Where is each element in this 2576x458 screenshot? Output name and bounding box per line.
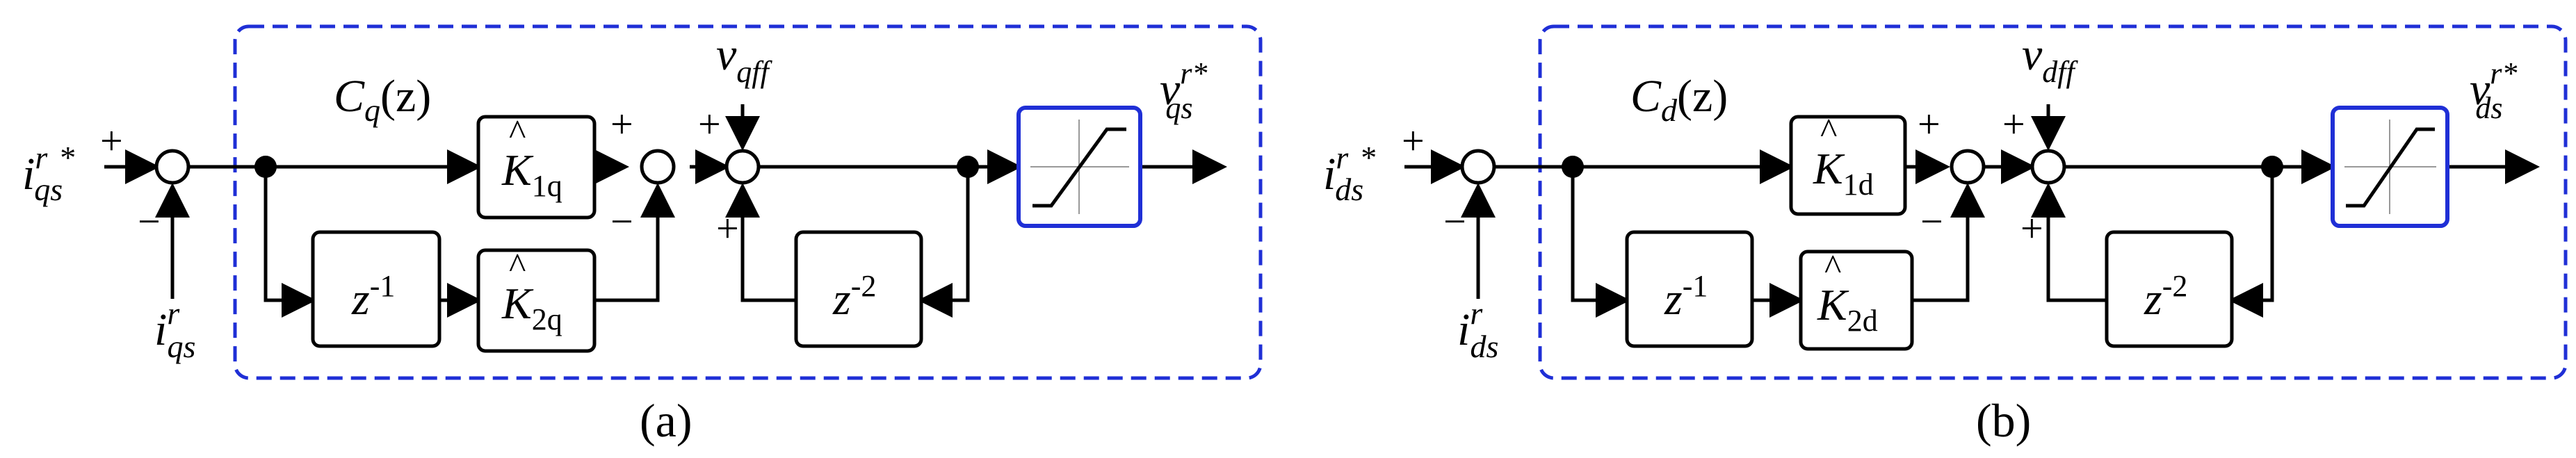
gain1-label: K1d — [1813, 144, 1874, 202]
gain2-to-sum2-wire — [1912, 183, 1985, 302]
sum2-minus-sign: − — [610, 199, 633, 244]
gain2-to-sum2-wire — [594, 183, 675, 302]
delay2-label: z-2 — [832, 269, 876, 325]
gain2-block — [1799, 250, 1914, 351]
fb-minus-sign: − — [138, 199, 161, 244]
controller-label: Cq(z) — [334, 71, 431, 128]
ref-plus-sign: + — [100, 118, 123, 163]
output-junction-dot — [957, 156, 979, 178]
saturation-icon — [1030, 120, 1129, 214]
branch-to-delay1-wire — [1571, 167, 1630, 318]
sum-junction-3 — [724, 149, 761, 185]
fb-minus-sign: − — [1443, 199, 1466, 244]
gain1-block — [476, 115, 597, 220]
delay1-label: z-1 — [1664, 269, 1708, 325]
sum-junction-1 — [154, 149, 191, 185]
panel-caption: (b) — [1976, 394, 2031, 447]
gain1-block — [1789, 115, 1907, 216]
sum-junction-2 — [640, 149, 676, 185]
gain2-hat: ^ — [1824, 248, 1841, 288]
gain1-hat: ^ — [1820, 112, 1837, 152]
delay2-to-sum3-wire — [2031, 183, 2107, 302]
sum-junction-3 — [2030, 149, 2066, 185]
branch-to-delay2-wire — [2228, 167, 2274, 318]
feedforward-label: vdff — [2022, 29, 2079, 89]
gain2-block — [476, 248, 597, 353]
delay2-label: z-2 — [2144, 269, 2187, 325]
output-voltage-label: vr*ds — [2470, 56, 2517, 125]
gain1-label: K1q — [501, 145, 562, 203]
delay1-block — [1625, 230, 1754, 348]
gain2-label: K2q — [501, 279, 562, 336]
output-voltage-label: vr*qs — [1160, 56, 1207, 125]
delay2-block — [794, 230, 923, 348]
reference-current-label: ir*ds — [1323, 140, 1377, 207]
branch-junction-dot — [254, 156, 277, 178]
saturation-icon — [2344, 120, 2436, 214]
controller-frame — [1538, 24, 2568, 380]
sum2-minus-sign: − — [1920, 199, 1943, 244]
delay1-block — [311, 230, 442, 348]
branch-to-delay2-wire — [918, 167, 970, 318]
output-junction-dot — [2261, 156, 2283, 178]
delay1-label: z-1 — [351, 269, 395, 325]
sum-junction-2 — [1950, 149, 1986, 185]
sum3-plus-bottom-sign: + — [2020, 206, 2043, 251]
sum3-plus-bottom-sign: + — [716, 206, 739, 251]
gain2-label: K2d — [1817, 280, 1878, 338]
delay2-block — [2105, 230, 2234, 348]
branch-junction-dot — [1562, 156, 1584, 178]
gain2-hat: ^ — [509, 247, 526, 286]
panel-caption: (a) — [640, 394, 692, 447]
delay2-to-sum3-wire — [725, 183, 796, 302]
branch-to-delay1-wire — [264, 167, 316, 318]
ref-plus-sign: + — [1402, 118, 1425, 163]
sum3-plus-left-sign: + — [698, 101, 721, 147]
reference-current-label: ir*qs — [22, 140, 76, 207]
sum3-plus-left-sign: + — [2002, 101, 2025, 147]
sum2-plus-sign: + — [610, 101, 633, 147]
feedforward-label: vqff — [716, 29, 773, 89]
sum2-plus-sign: + — [1918, 101, 1941, 147]
gain1-hat: ^ — [509, 113, 526, 153]
sum-junction-1 — [1460, 149, 1496, 185]
controller-frame — [233, 24, 1263, 380]
controller-label: Cd(z) — [1630, 71, 1728, 128]
